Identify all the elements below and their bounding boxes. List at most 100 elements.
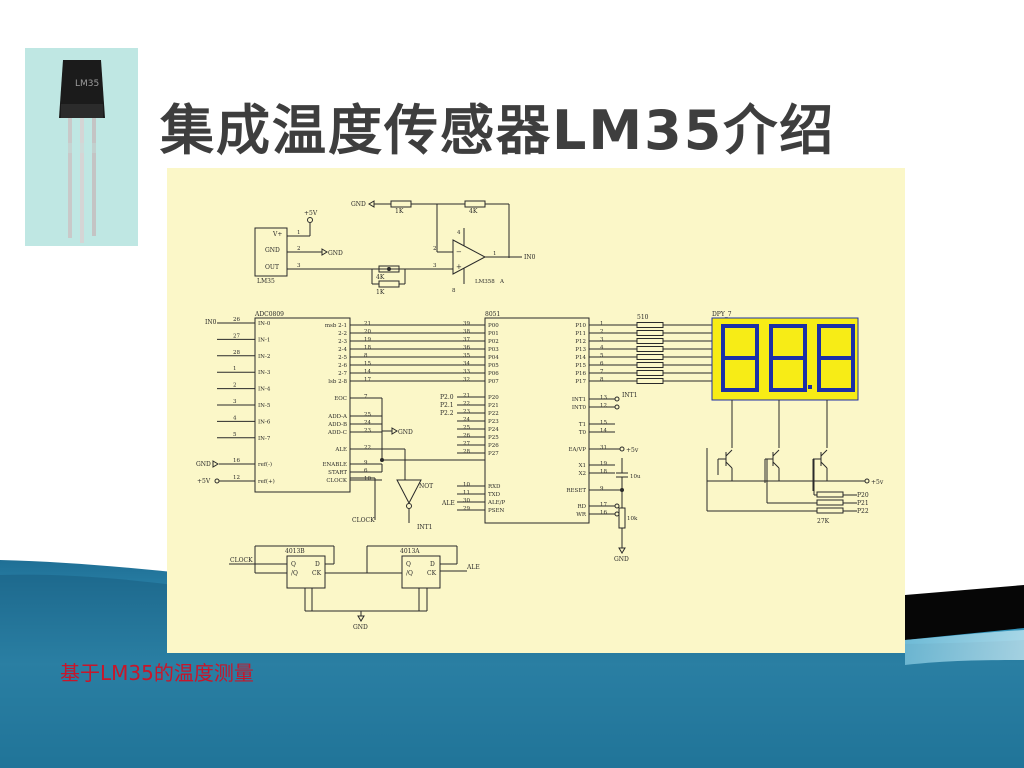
adc-in0-net: IN0 — [205, 319, 217, 326]
adc-output-7: lsb 2-8 — [328, 379, 347, 385]
adc-ctrl-3: ADD-C — [327, 430, 347, 436]
not-out-net: INT1 — [417, 524, 432, 531]
mcu-p1-pin-3: 4 — [600, 345, 604, 351]
mcu-ea-pin: 31 — [600, 445, 607, 451]
mcu-p0-4: P04 — [488, 355, 499, 361]
adc-input-1: IN-1 — [258, 337, 270, 343]
lm35-gnd-label: GND — [328, 250, 343, 257]
mcu-t0: T0 — [579, 430, 587, 436]
r2-label: 4K — [469, 208, 478, 215]
mcu-p1-pin-6: 7 — [600, 369, 604, 375]
adc-input-5: IN-5 — [258, 403, 271, 409]
data-bus — [350, 324, 485, 472]
mcu-misc-pin-0: 10 — [463, 482, 470, 488]
adc-ctrl-pin-5: 9 — [364, 460, 368, 466]
opamp-name: LM358 — [475, 279, 495, 285]
ff2-name: 4013A — [400, 548, 420, 555]
mcu-rd-pin: 17 — [600, 502, 607, 508]
mcu-x2-pin: 18 — [600, 469, 607, 475]
adc-ctrl-pin-3: 23 — [364, 428, 371, 434]
mcu-misc-0: RXD — [488, 484, 501, 490]
adc-output-5: 2-6 — [338, 363, 347, 369]
lm35-pin-gnd: GND — [265, 247, 280, 254]
mcu-ea: EA/VP — [568, 447, 586, 453]
adc-output-4: 2-5 — [338, 355, 347, 361]
mcu-p0-pin-1: 38 — [463, 329, 470, 335]
lm35-vcc-label: +5V — [304, 210, 318, 217]
mcu-p0-2: P02 — [488, 339, 499, 345]
adc-output-pin-2: 19 — [364, 337, 371, 343]
adc-output-2: 2-3 — [338, 339, 347, 345]
mcu-p0-pin-3: 36 — [463, 345, 470, 351]
mcu-p1-2: P12 — [575, 339, 586, 345]
adc-input-0: IN-0 — [258, 321, 271, 327]
adc-ctrl-pin-1: 25 — [364, 412, 371, 418]
mcu-p0-pin-6: 33 — [463, 369, 470, 375]
adc-input-pin-5: 3 — [233, 399, 237, 405]
adc-output-pin-5: 15 — [364, 361, 371, 367]
reset-cap: 10u — [630, 474, 641, 480]
adc-output-pin-3: 18 — [364, 345, 371, 351]
gnd-top-label: GND — [351, 201, 366, 208]
ff1-clock-net: CLOCK — [230, 557, 253, 564]
inverter: NOT INT1 CLOCK — [350, 448, 433, 531]
r3-label: 4K — [376, 274, 385, 281]
adc-output-pin-6: 14 — [364, 369, 371, 375]
mcu-p0-pin-2: 37 — [463, 337, 470, 343]
lm35-pin3: 3 — [297, 263, 301, 269]
adc-ctrl-pin-2: 24 — [364, 420, 371, 426]
mcu-p0-6: P06 — [488, 371, 499, 377]
seven-seg-display: DPY_7 — [711, 311, 859, 401]
base-res-label: 27K — [817, 518, 830, 525]
ff2-q: Q — [406, 561, 411, 568]
mcu-int0: INT0 — [572, 405, 587, 411]
ff1-qn: /Q — [291, 570, 298, 577]
mcu-p2-pin-3: 24 — [463, 417, 470, 423]
adc-vcc-net: +5V — [197, 478, 211, 485]
mcu-8051: 8051 P0039P0138P0237P0336P0435P0534P0633… — [440, 311, 641, 563]
adc-ctrl-4: ALE — [334, 447, 347, 453]
adc-ctrl-5: ENABLE — [322, 462, 347, 468]
adc-output-pin-0: 21 — [364, 321, 371, 327]
mcu-p1-6: P16 — [575, 371, 586, 377]
mcu-wr-pin: 16 — [600, 510, 607, 516]
mcu-t1-pin: 15 — [600, 420, 607, 426]
adc-input-pin-0: 26 — [233, 317, 240, 323]
adc-add-gnd: GND — [398, 429, 413, 436]
mcu-p0-0: P00 — [488, 323, 499, 329]
mcu-p2-pin-0: 21 — [463, 393, 470, 399]
adc-input-pin-7: 5 — [233, 432, 237, 438]
mcu-p1-0: P10 — [575, 323, 586, 329]
adc-output-6: 2-7 — [338, 371, 347, 377]
mcu-p2-pin-4: 25 — [463, 425, 470, 431]
adc-ctrl-pin-7: 10 — [364, 476, 371, 482]
adc-output-0: msb 2-1 — [325, 323, 347, 329]
driver-net-p21: P21 — [857, 500, 869, 507]
opamp-out-net: IN0 — [524, 254, 536, 261]
adc-input-pin-3: 1 — [233, 366, 237, 372]
mcu-misc-2: ALE/P — [487, 500, 505, 506]
adc-output-1: 2-2 — [338, 331, 347, 337]
mcu-rd: RD — [577, 504, 586, 510]
r4-label: 1K — [376, 289, 385, 296]
net-p22: P2.2 — [440, 410, 454, 417]
flipflop-4013a: 4013A Q D /Q CK ALE GND — [305, 545, 480, 631]
ff2-qn: /Q — [406, 570, 413, 577]
adc-ctrl-7: CLOCK — [326, 478, 348, 484]
adc-ctrl-pin-6: 6 — [364, 468, 368, 474]
mcu-p2-pin-7: 28 — [463, 449, 470, 455]
circuit-schematic: V+ GND OUT LM35 +5V 1 GND 2 3 GND — [167, 168, 905, 653]
lm35-label: LM35 — [257, 278, 275, 285]
adc-input-pin-6: 4 — [233, 415, 237, 421]
ff1-d: D — [315, 561, 320, 568]
mcu-left-pins: P0039P0138P0237P0336P0435P0534P0633P0732… — [457, 321, 505, 514]
mcu-reset: RESET — [566, 488, 586, 494]
mcu-p1-5: P15 — [575, 363, 586, 369]
part-marking: LM35 — [75, 79, 99, 89]
lm35-pin1: 1 — [297, 230, 301, 236]
mcu-p2-2: P22 — [488, 411, 499, 417]
